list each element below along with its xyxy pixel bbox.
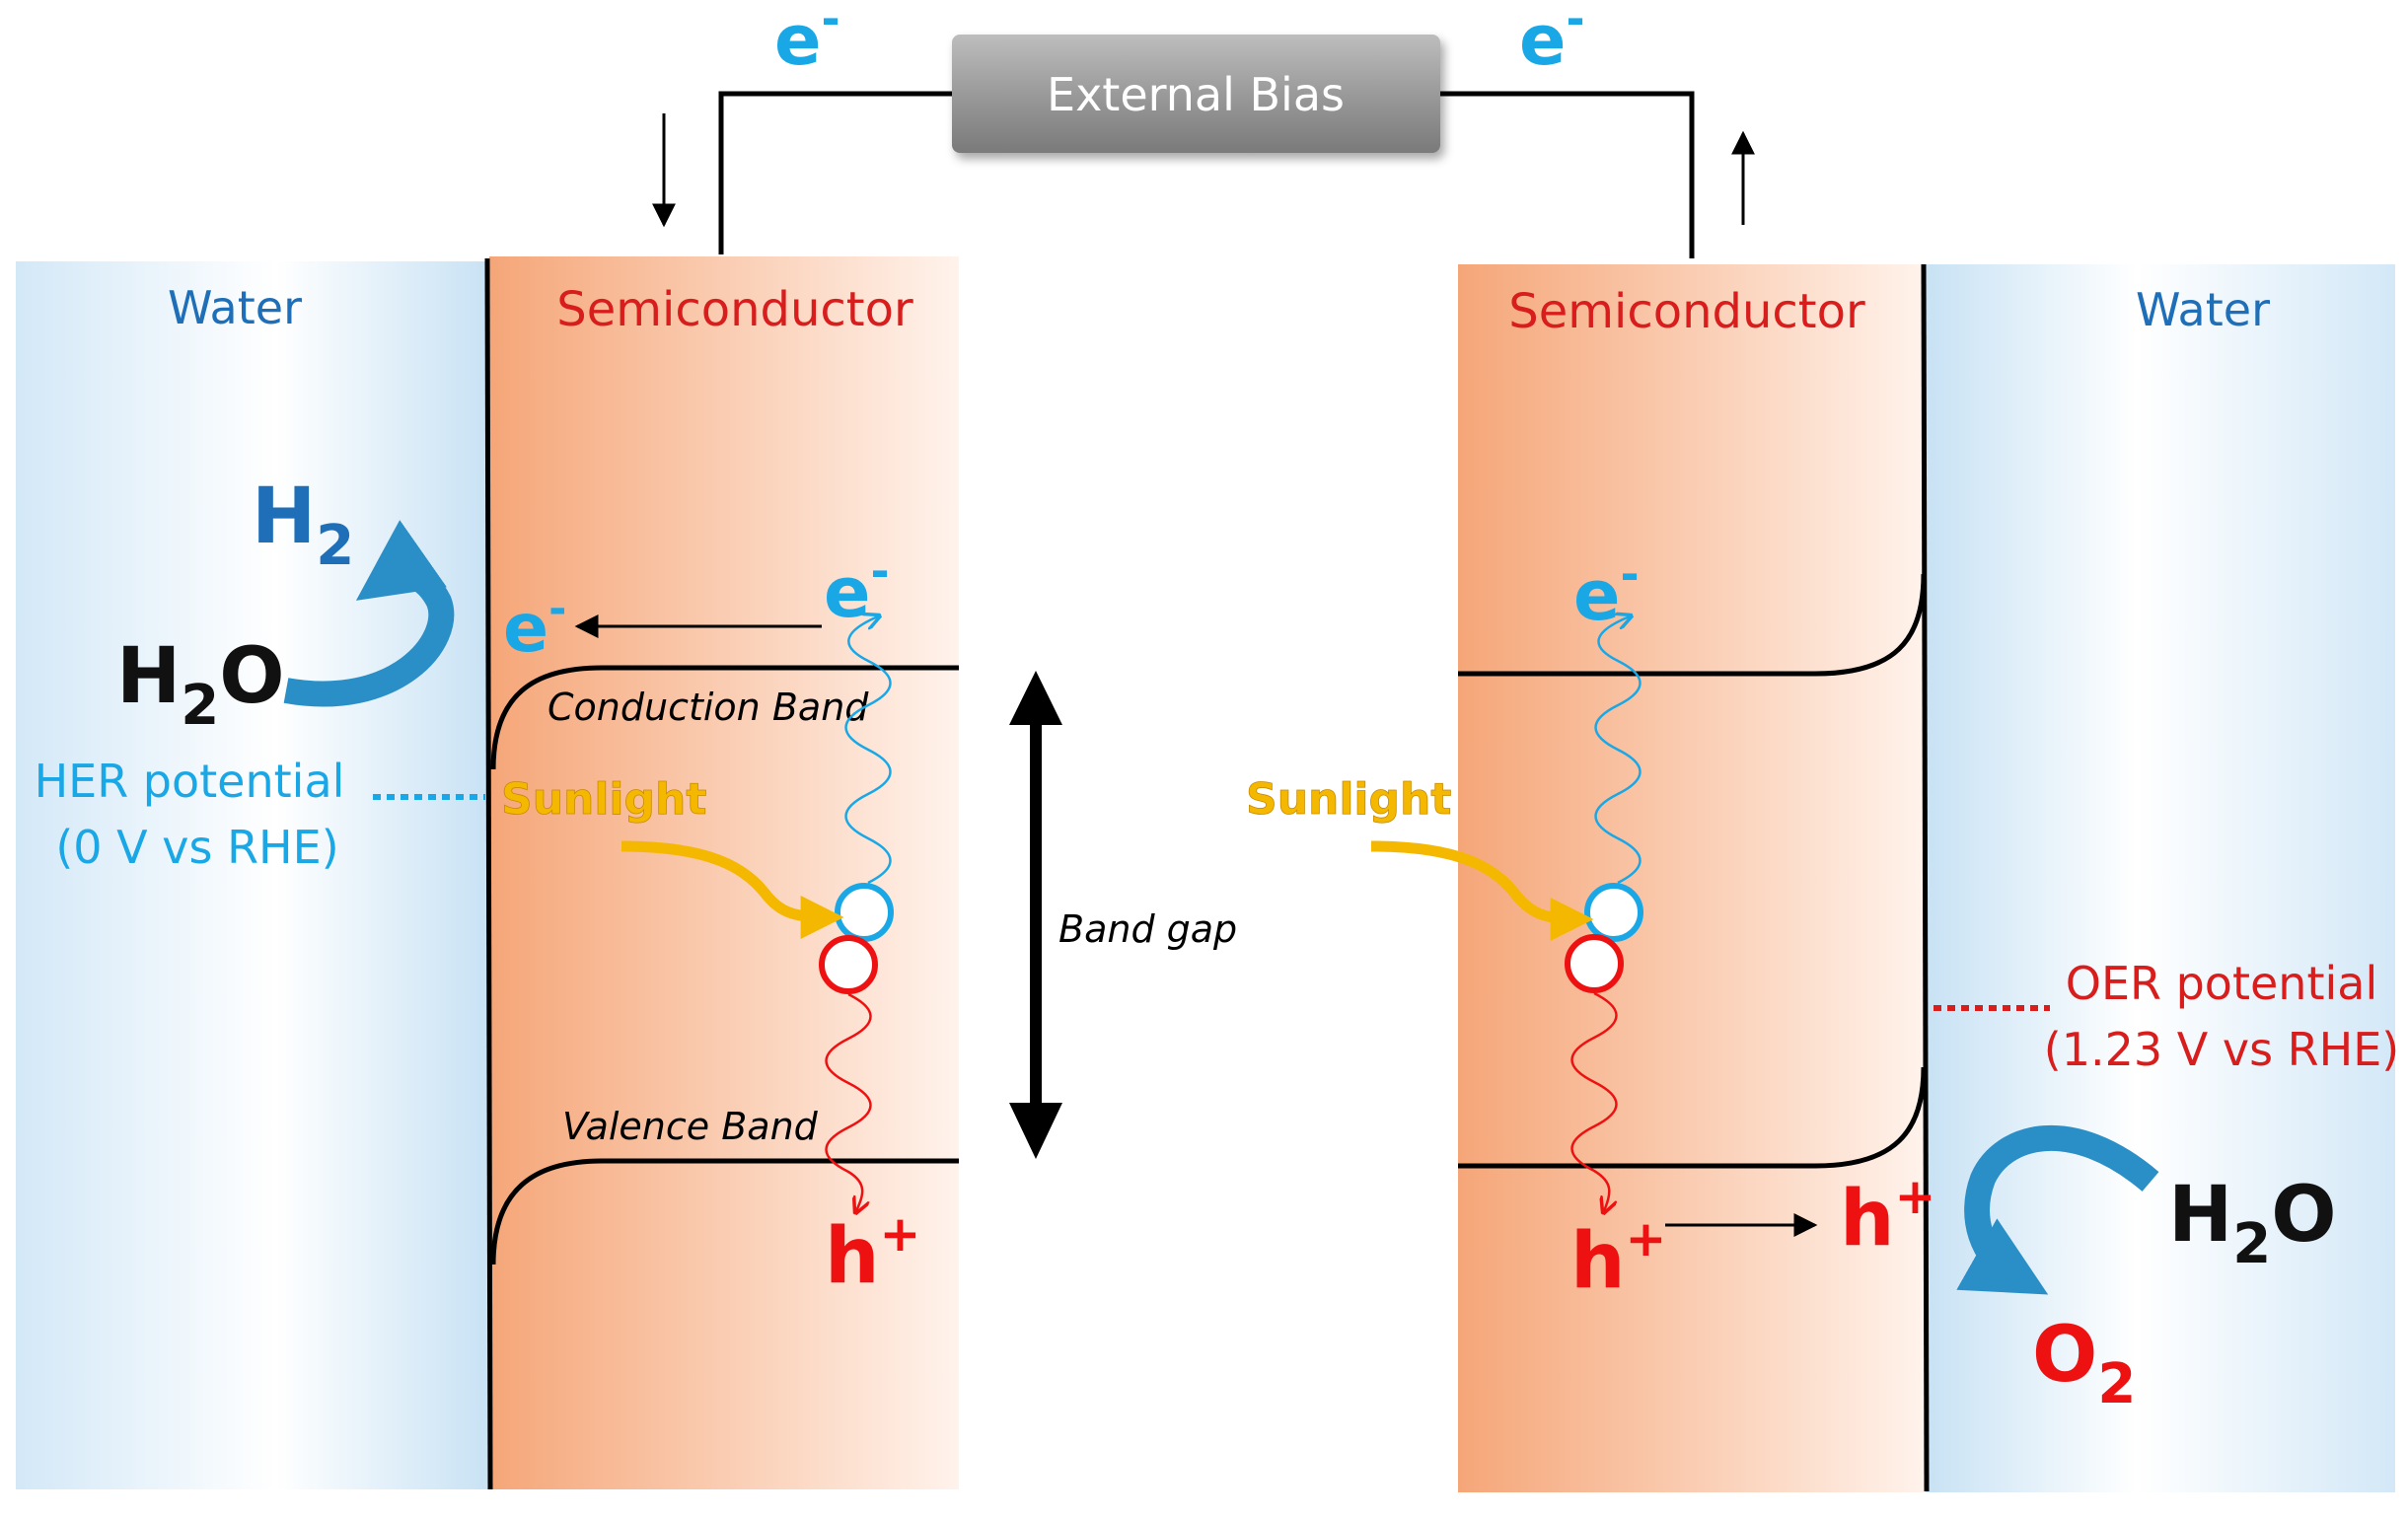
her-reaction-arrow	[283, 520, 455, 707]
oer-reaction-arrow	[1956, 1125, 2159, 1295]
sunlight-arrow-left	[620, 840, 844, 939]
water-label-left: Water	[168, 281, 302, 334]
hole-circle-left	[819, 935, 878, 994]
water-region-right	[1926, 264, 2395, 1492]
hole-label-left: h+	[825, 1205, 920, 1301]
h2o-label-left: H2O	[116, 632, 285, 738]
oer-potential-label-line2: (1.23 V vs RHE)	[2044, 1023, 2399, 1076]
conduction-band-left	[490, 665, 959, 770]
external-wire-left	[718, 91, 952, 254]
band-gap-label: Band gap	[1058, 907, 1237, 951]
conduction-band-label: Conduction Band	[547, 686, 869, 729]
hole-circle-right	[1565, 934, 1624, 993]
electron-label-top-left: e-	[774, 0, 840, 81]
electron-circle-left	[835, 883, 894, 942]
h2o-label-right: H2O	[2168, 1171, 2337, 1276]
her-potential-label-line1: HER potential	[35, 755, 345, 808]
water-region-left	[16, 261, 489, 1489]
valence-band-right	[1458, 1066, 1927, 1169]
hole-relaxation-wave-right	[1570, 991, 1618, 1211]
h2-label: H2	[252, 472, 354, 578]
hole-relaxation-wave-left	[825, 992, 872, 1211]
band-gap-arrow	[1009, 671, 1062, 1159]
semiconductor-label-right: Semiconductor	[1508, 284, 1865, 339]
water-label-right: Water	[2136, 283, 2270, 336]
electron-label-top-right: e-	[1519, 0, 1585, 81]
external-bias-box: External Bias	[952, 35, 1440, 153]
sunlight-arrow-right	[1370, 840, 1594, 941]
interface-line-right	[1921, 263, 1930, 1492]
valence-band-left	[490, 1158, 959, 1265]
electron-circle-right	[1584, 883, 1643, 942]
semiconductor-region-right	[1458, 264, 1926, 1492]
her-potential-label-line2: (0 V vs RHE)	[55, 821, 338, 874]
sunlight-label-right: Sunlight	[1246, 774, 1451, 825]
hole-label-right-vb: h+	[1570, 1210, 1666, 1306]
sunlight-label-left: Sunlight	[501, 774, 706, 825]
external-wire-right	[1440, 91, 1695, 258]
valence-band-label: Valence Band	[562, 1105, 819, 1148]
conduction-band-right	[1458, 573, 1927, 677]
hole-label-right-transferred: h+	[1840, 1168, 1935, 1264]
o2-label: O2	[2032, 1311, 2136, 1416]
interface-line-left	[484, 257, 493, 1490]
external-bias-label: External Bias	[1047, 68, 1345, 121]
semiconductor-region-left	[489, 256, 959, 1489]
electron-excitation-wave-right	[1594, 616, 1642, 885]
electron-label-left-transferred: e-	[503, 584, 566, 668]
electron-label-left-cb: e-	[824, 544, 890, 633]
oer-potential-label-line1: OER potential	[2066, 957, 2377, 1010]
electron-label-right-cb: e-	[1573, 547, 1640, 636]
semiconductor-label-left: Semiconductor	[556, 282, 913, 337]
electron-excitation-wave-left	[844, 616, 892, 885]
